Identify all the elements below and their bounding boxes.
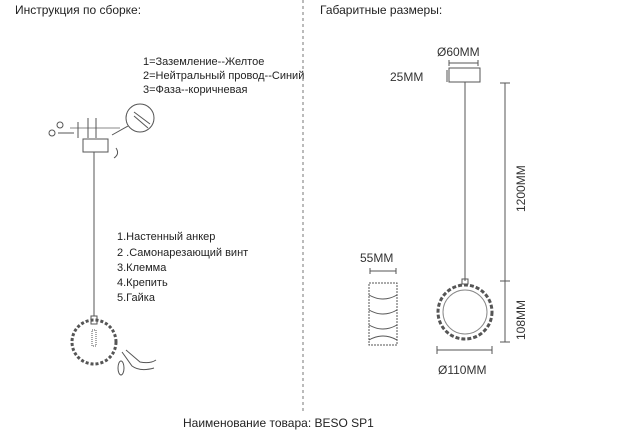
right-lamp-drawing xyxy=(368,60,510,354)
cord-length-label: 1200MM xyxy=(514,165,528,212)
canopy-height-label: 25MM xyxy=(390,70,424,84)
assembly-title: Инструкция по сборке: xyxy=(15,3,142,17)
shade-depth-label: 55MM xyxy=(360,251,394,265)
shade-diameter-label: Ø110MM xyxy=(438,363,487,377)
part-item: 1.Настенный анкер xyxy=(117,231,216,243)
canopy-diameter-label: Ø60MM xyxy=(437,45,480,59)
shade-height-label: 108MM xyxy=(514,299,528,340)
wiring-line: 3=Фаза--коричневая xyxy=(143,84,248,96)
part-item: 3.Клемма xyxy=(117,262,167,274)
left-lamp-drawing xyxy=(48,103,157,376)
part-item: 5.Гайка xyxy=(117,292,155,304)
product-name: Наименование товара: BESO SP1 xyxy=(183,416,374,430)
wiring-line: 2=Нейтральный провод--Синий xyxy=(143,70,305,82)
wiring-line: 1=Заземление--Желтое xyxy=(143,56,265,68)
dimensions-title: Габаритные размеры: xyxy=(320,3,443,17)
part-item: 2 .Самонарезающий винт xyxy=(117,247,249,259)
part-item: 4.Крепить xyxy=(117,277,168,289)
